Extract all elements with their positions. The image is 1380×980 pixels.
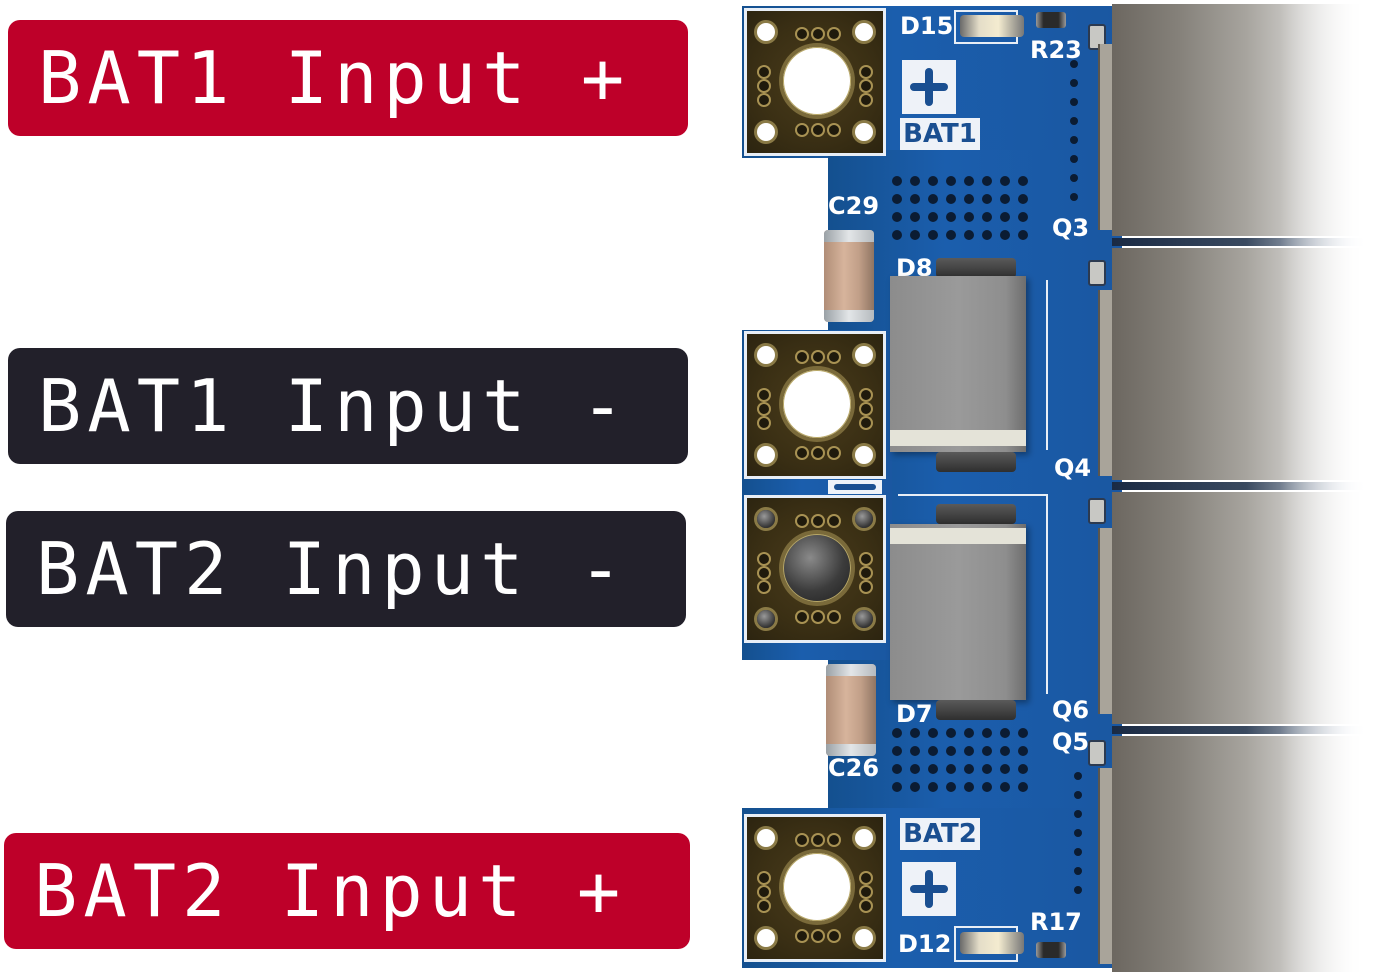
pcb-substrate-bottom bbox=[742, 808, 1122, 968]
terminal-bat2-positive bbox=[744, 814, 886, 962]
mosfet-gap bbox=[1112, 238, 1380, 246]
silk-q6: Q6 bbox=[1052, 696, 1090, 724]
mosfet-gap bbox=[1112, 726, 1380, 734]
silk-line bbox=[1046, 494, 1048, 694]
silk-d15: D15 bbox=[900, 12, 954, 40]
silk-line bbox=[898, 494, 1048, 496]
plus-icon bbox=[902, 862, 956, 916]
fade-overlay bbox=[1280, 0, 1380, 980]
silk-line bbox=[1046, 280, 1048, 450]
plus-icon bbox=[902, 60, 956, 114]
negative-silk-mark bbox=[828, 480, 882, 494]
silk-d7: D7 bbox=[896, 700, 933, 728]
silk-d8: D8 bbox=[896, 254, 933, 282]
resistor-r17 bbox=[1036, 942, 1066, 958]
label-bat2-input-positive: BAT2 Input + bbox=[4, 833, 690, 949]
q5-tab bbox=[1098, 768, 1116, 964]
diode-d7 bbox=[890, 524, 1026, 700]
silk-c29: C29 bbox=[828, 192, 880, 220]
q3-pin bbox=[1088, 24, 1106, 50]
resistor-r23 bbox=[1036, 12, 1066, 28]
terminal-bat2-negative bbox=[744, 495, 886, 643]
via-grid-bottom bbox=[888, 724, 1032, 796]
q6-pin bbox=[1088, 498, 1106, 524]
led-d15 bbox=[960, 15, 1024, 37]
q4-pin bbox=[1088, 260, 1106, 286]
via-column-top bbox=[1070, 60, 1080, 212]
mosfet-q3 bbox=[1112, 4, 1380, 236]
silk-q3: Q3 bbox=[1052, 214, 1090, 242]
silk-q5: Q5 bbox=[1052, 728, 1090, 756]
label-bat1-input-negative: BAT1 Input - bbox=[8, 348, 688, 464]
mosfet-q6 bbox=[1112, 492, 1380, 724]
q6-tab bbox=[1098, 528, 1116, 714]
mounting-hole bbox=[783, 370, 851, 438]
pcb-substrate-top bbox=[742, 6, 1122, 158]
mosfet-gap bbox=[1112, 482, 1380, 490]
led-d12 bbox=[960, 932, 1024, 954]
silk-c26: C26 bbox=[828, 754, 880, 782]
silk-r23: R23 bbox=[1030, 36, 1082, 64]
d15-outline bbox=[954, 10, 1018, 44]
mounting-hole bbox=[783, 853, 851, 921]
mounting-hole-filled bbox=[783, 534, 851, 602]
silk-bat2: BAT2 bbox=[900, 818, 980, 850]
d7-lead-top bbox=[936, 504, 1016, 524]
silk-bat1: BAT1 bbox=[900, 118, 980, 150]
silk-q4: Q4 bbox=[1054, 454, 1092, 482]
silk-d12: D12 bbox=[898, 930, 952, 958]
q5-pin bbox=[1088, 740, 1106, 766]
via-grid-top bbox=[888, 172, 1032, 244]
mosfet-q5 bbox=[1112, 736, 1380, 972]
d8-lead-bottom bbox=[936, 452, 1016, 472]
terminal-bat1-negative bbox=[744, 331, 886, 479]
silk-r17: R17 bbox=[1030, 908, 1082, 936]
q3-tab bbox=[1098, 44, 1116, 230]
pcb-substrate-middle bbox=[828, 150, 1122, 830]
mounting-hole bbox=[783, 47, 851, 115]
mosfet-q4 bbox=[1112, 248, 1380, 480]
capacitor-c29 bbox=[824, 230, 874, 322]
label-bat2-input-negative: BAT2 Input - bbox=[6, 511, 686, 627]
pcb-substrate-terminal-tabs bbox=[742, 330, 892, 660]
diode-d8 bbox=[890, 276, 1026, 452]
capacitor-c26 bbox=[826, 664, 876, 756]
terminal-bat1-positive bbox=[744, 8, 886, 156]
d7-lead-bottom bbox=[936, 700, 1016, 720]
via-column-bottom bbox=[1074, 772, 1084, 905]
d12-outline bbox=[954, 926, 1018, 962]
d8-lead-top bbox=[936, 258, 1016, 278]
label-bat1-input-positive: BAT1 Input + bbox=[8, 20, 688, 136]
q4-tab bbox=[1098, 290, 1116, 476]
